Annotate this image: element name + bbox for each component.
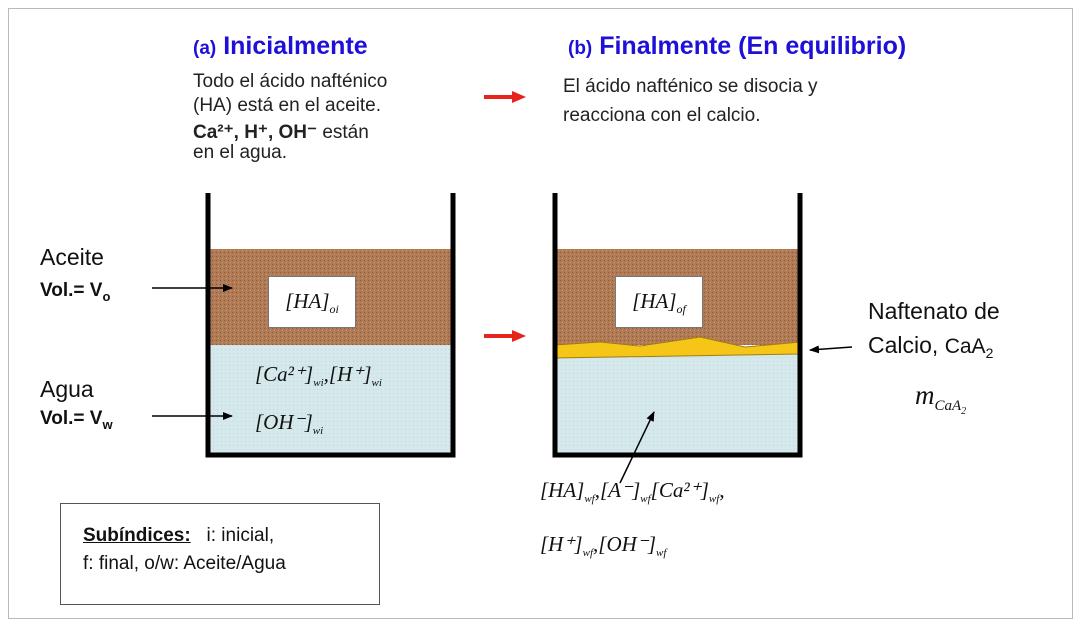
beaker-initial	[205, 193, 456, 458]
oh-water-initial: [OH⁻]	[255, 410, 313, 434]
ca-water-final-sub: wf	[708, 493, 720, 506]
panel-b-title: (b) Finalmente (En equilibrio)	[568, 32, 906, 61]
water-final-row2: [H⁺]wf,[OH⁻]wf	[540, 532, 666, 559]
water-volume-label: Vol.= Vw	[40, 408, 113, 432]
oil-volume-label: Vol.= Vo	[40, 280, 110, 304]
ha-oil-initial: [HA]	[285, 289, 330, 313]
oh-water-initial-sub: wi	[312, 425, 324, 438]
water-layer-final	[555, 352, 800, 455]
panel-b-description: El ácido nafténico se disocia y reaccion…	[563, 72, 818, 130]
ca-water-initial: [Ca²⁺]	[255, 362, 314, 386]
oh-water-final: ,[OH⁻]	[593, 532, 657, 556]
a-water-final-sub: wf	[640, 493, 651, 506]
water-label: Agua	[40, 376, 94, 402]
ca-water-final: [Ca²⁺]	[650, 478, 709, 502]
precipitate-mass: mCaA2	[915, 380, 966, 417]
panel-a-line4: en el agua.	[193, 142, 288, 163]
ha-oil-final-sub: of	[676, 302, 686, 317]
panel-b-letter: (b)	[568, 38, 593, 59]
legend-line1-rest: i: inicial,	[206, 525, 275, 546]
water-initial-row1: [Ca²⁺]wi,[H⁺]wi	[255, 362, 382, 389]
panel-a-description: Todo el ácido nafténico (HA) está en el …	[193, 70, 387, 165]
precipitate-line2: Calcio, CaA2	[868, 328, 1000, 370]
panel-a-letter: (a)	[193, 38, 217, 59]
h-water-initial-sub: wi	[371, 377, 382, 390]
precipitate-pointer-arrow	[809, 345, 853, 354]
panel-b-line1: El ácido nafténico se disocia y	[563, 76, 818, 97]
red-arrow-top	[484, 91, 526, 103]
water-volume-text: Vol.= V	[40, 408, 103, 429]
precipitate-layer	[554, 336, 801, 359]
row1-comma: ,	[719, 478, 725, 502]
oil-volume-text: Vol.= V	[40, 280, 103, 301]
mass-sub-text: CaA	[934, 398, 962, 415]
water-species-pointer-arrow	[619, 411, 655, 484]
panel-a-line3: Ca²⁺, H⁺, OH⁻ están	[193, 121, 387, 145]
precipitate-formula-text: CaA	[944, 335, 986, 358]
subscript-legend: Subíndices: i: inicial, f: final, o/w: A…	[60, 503, 380, 605]
precipitate-formula-sub: 2	[985, 345, 994, 362]
a-water-final: ,[A⁻]	[594, 478, 641, 502]
ha-water-final: [HA]	[540, 478, 585, 502]
mass-symbol: m	[915, 380, 935, 410]
red-arrow-middle	[484, 330, 526, 342]
precipitate-label: Naftenato de Calcio, CaA2	[868, 294, 1000, 370]
h-water-initial: ,[H⁺]	[323, 362, 372, 386]
mass-sub-sub: 2	[961, 406, 967, 418]
ca-water-initial-sub: wi	[313, 377, 324, 390]
figure-frame	[8, 8, 1073, 619]
panel-a-ions: Ca²⁺, H⁺, OH⁻	[193, 122, 318, 143]
h-water-final-sub: wf	[582, 547, 594, 560]
oh-water-final-sub: wf	[656, 547, 667, 560]
oil-label: Aceite	[40, 244, 104, 270]
panel-b-title-text: Finalmente (En equilibrio)	[599, 32, 907, 60]
panel-a-line1: Todo el ácido nafténico	[193, 71, 388, 92]
legend-line2: f: final, o/w: Aceite/Agua	[83, 553, 286, 574]
ha-oil-initial-sub: oi	[329, 302, 339, 317]
legend-line1: Subíndices: i: inicial,	[83, 522, 379, 550]
water-final-row1: [HA]wf,[A⁻]wf[Ca²⁺]wf,	[540, 478, 725, 505]
oil-volume-sub: o	[102, 288, 111, 304]
precipitate-line1: Naftenato de	[868, 298, 1000, 324]
water-volume-sub: w	[102, 416, 113, 432]
ha-water-final-sub: wf	[584, 493, 595, 506]
water-initial-row2: [OH⁻]wi	[255, 410, 323, 437]
panel-b-line2: reacciona con el calcio.	[563, 105, 761, 126]
precipitate-formula: CaA2	[944, 335, 994, 362]
panel-a-ions-suffix: están	[322, 122, 369, 143]
ha-oil-final: [HA]	[632, 289, 677, 313]
water-layer-initial	[208, 345, 453, 455]
panel-a-title-text: Inicialmente	[223, 32, 368, 60]
legend-heading: Subíndices:	[83, 525, 191, 546]
ha-oil-final-box: [HA]of	[615, 276, 703, 328]
panel-a-title: (a) Inicialmente	[193, 32, 368, 61]
h-water-final: [H⁺]	[540, 532, 583, 556]
precipitate-name: Calcio,	[868, 332, 939, 358]
ha-oil-initial-box: [HA]oi	[268, 276, 356, 328]
mass-sub: CaA2	[934, 398, 967, 418]
panel-a-line2: (HA) está en el aceite.	[193, 95, 381, 116]
